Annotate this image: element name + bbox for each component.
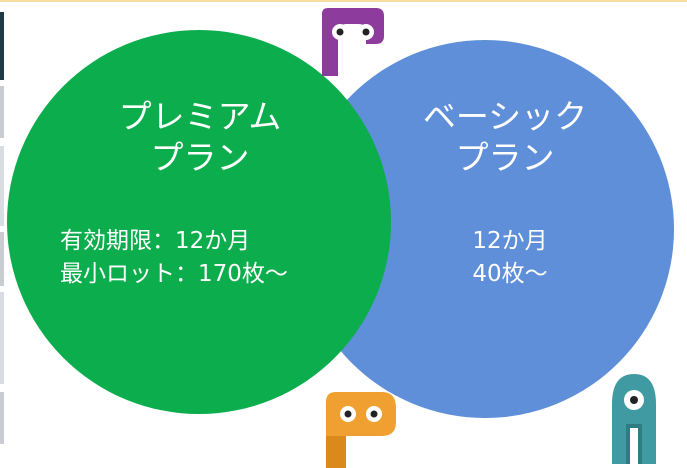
left-strip-segment [0, 392, 4, 444]
top-border [0, 0, 687, 2]
basic-plan-title: ベーシック プラン [405, 96, 605, 178]
left-strip-segment [0, 232, 4, 286]
basic-plan-details: 12か月 40枚～ [430, 225, 590, 291]
premium-validity: 有効期限：12か月 [60, 228, 251, 254]
left-strip-segment [0, 292, 4, 384]
premium-plan-title: プレミアム プラン [90, 96, 310, 178]
basic-validity: 12か月 [472, 228, 548, 254]
left-strip-segment [0, 12, 4, 80]
basic-title-line1: ベーシック [422, 97, 588, 136]
basic-minimum-lot: 40枚～ [472, 261, 548, 287]
purple-p-mascot-icon [322, 8, 384, 76]
orange-p-mascot-icon [326, 392, 396, 468]
premium-plan-details: 有効期限：12か月 最小ロット：170枚～ [60, 225, 370, 291]
teal-a-mascot-icon [612, 374, 656, 464]
left-edge-strip [0, 0, 4, 468]
left-strip-segment [0, 86, 4, 138]
premium-title-line2: プラン [150, 138, 250, 177]
premium-plan-circle [7, 30, 391, 414]
premium-title-line1: プレミアム [118, 97, 282, 136]
premium-minimum-lot: 最小ロット：170枚～ [60, 261, 288, 287]
basic-title-line2: プラン [455, 138, 555, 177]
left-strip-segment [0, 146, 4, 226]
